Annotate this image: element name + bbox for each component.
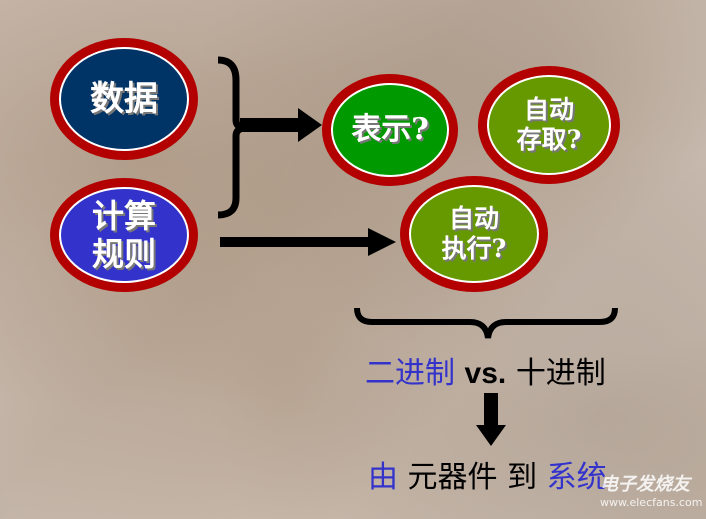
binary-text: 二进制 xyxy=(365,356,455,391)
node-storage-line1: 自动 xyxy=(523,95,574,124)
node-represent: 表示? xyxy=(322,74,458,186)
to-text: 到 xyxy=(507,460,538,495)
decimal-text: 十进制 xyxy=(515,356,606,391)
bottom-brace xyxy=(354,307,618,339)
watermark-brand: 电子发烧友 xyxy=(600,474,690,495)
node-auto-storage: 自动 存取? xyxy=(478,66,620,184)
node-auto-execute: 自动 执行? xyxy=(400,176,548,292)
vs-text: vs. xyxy=(464,357,507,390)
node-data: 数据 xyxy=(50,38,198,160)
node-storage-line2: 存取? xyxy=(516,125,582,154)
watermark: 电子发烧友 www.elecfans.com xyxy=(560,470,702,509)
arrow-to-execute xyxy=(220,228,396,256)
down-arrow xyxy=(476,393,506,446)
node-data-label: 数据 xyxy=(90,78,158,119)
components-text: 元器件 xyxy=(407,460,498,495)
left-brace xyxy=(217,56,247,219)
node-rules: 计算 规则 xyxy=(50,178,198,292)
component-system-line: 由 元器件 到 系统 xyxy=(368,452,607,496)
node-rules-line2: 规则 xyxy=(91,235,156,273)
node-represent-label: 表示? xyxy=(351,112,429,147)
node-rules-line1: 计算 xyxy=(91,196,156,235)
node-execute-line1: 自动 xyxy=(448,204,499,233)
node-execute-line2: 执行? xyxy=(441,234,507,263)
watermark-url: www.elecfans.com xyxy=(600,496,703,509)
number-system-line: 二进制 vs. 十进制 xyxy=(365,348,606,392)
from-text: 由 xyxy=(368,460,398,495)
arrow-to-represent xyxy=(240,108,322,142)
system-text: 系统 xyxy=(546,460,607,495)
